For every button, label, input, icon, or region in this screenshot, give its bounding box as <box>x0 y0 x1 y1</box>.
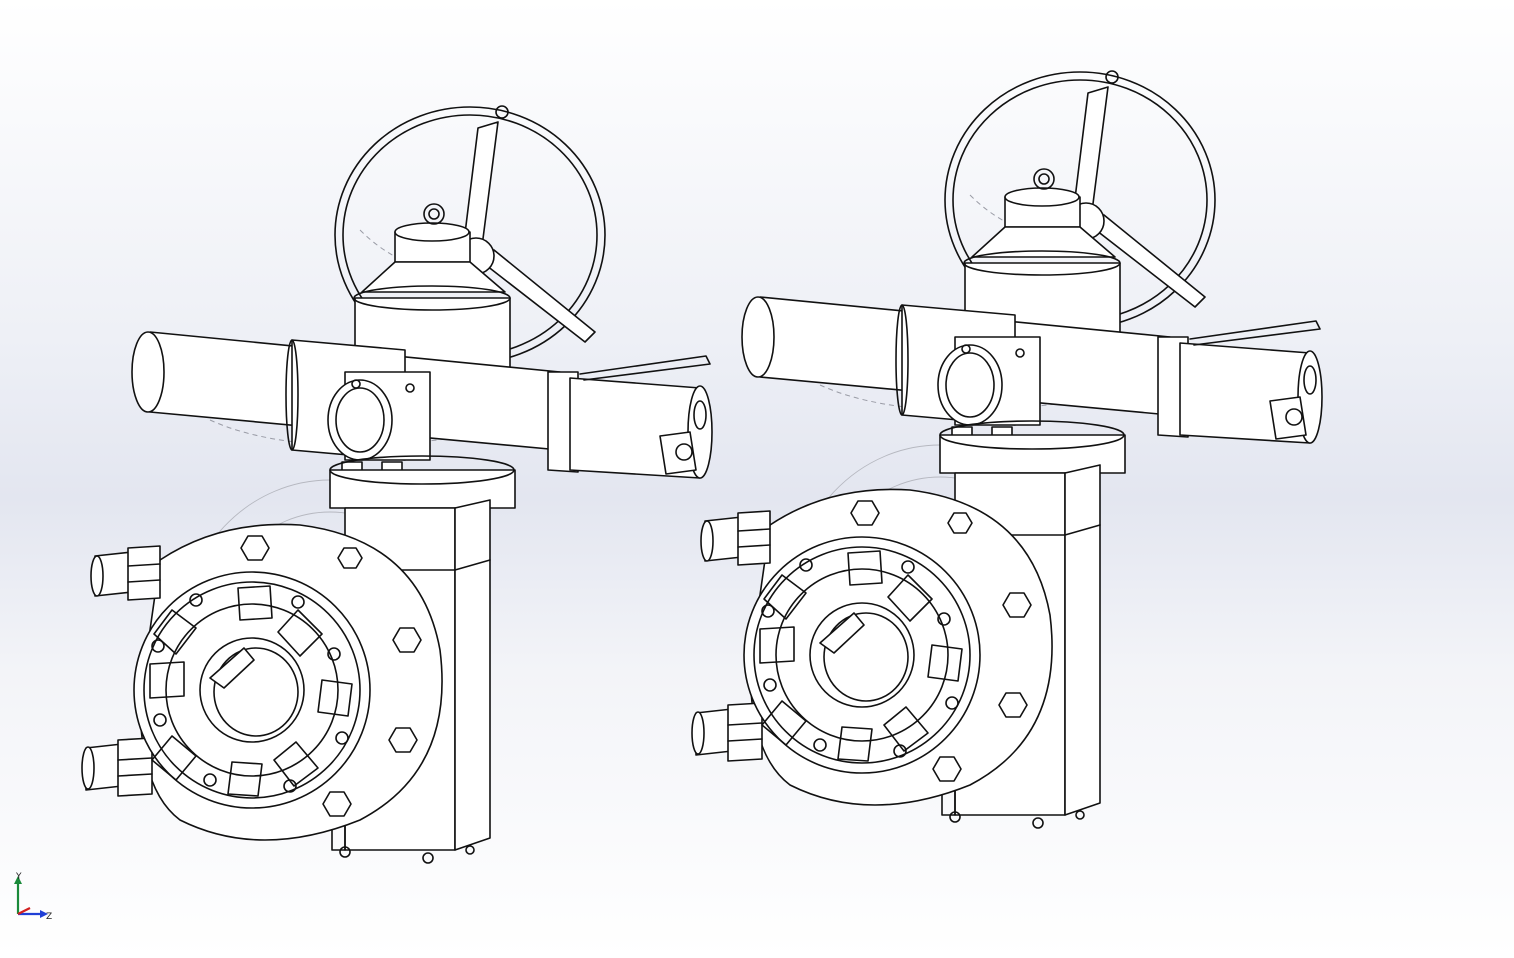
coordinate-triad <box>14 876 48 918</box>
actuator-assembly-right[interactable] <box>691 70 1323 829</box>
triad-y-label: Y <box>16 872 22 882</box>
actuator-assembly-left[interactable] <box>81 105 713 864</box>
triad-z-label: Z <box>46 912 53 922</box>
